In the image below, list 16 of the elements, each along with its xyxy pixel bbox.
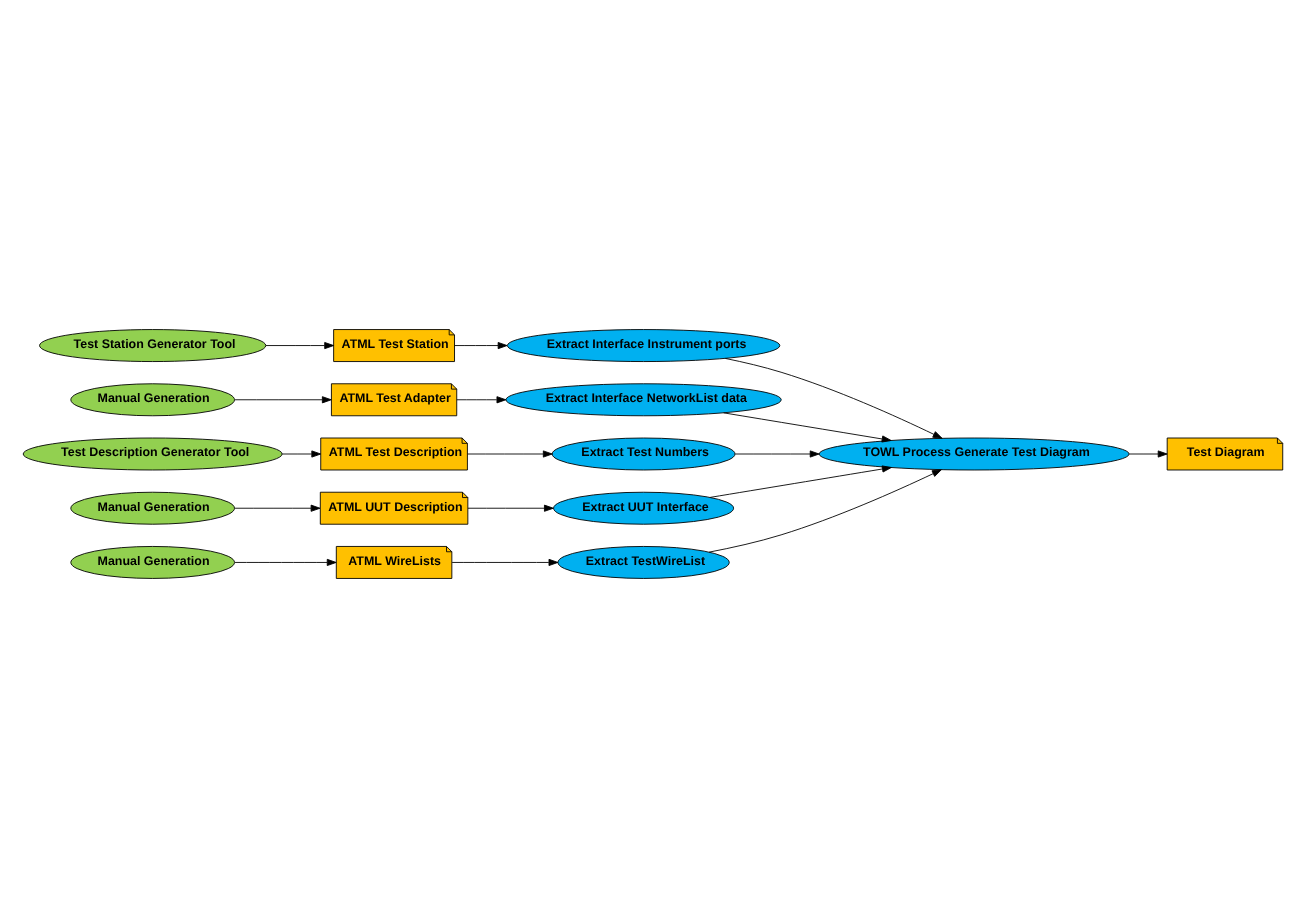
arrow (724, 357, 943, 438)
arrow (265, 341, 335, 349)
arrow (1128, 449, 1168, 457)
arrow (734, 449, 820, 457)
arrow (467, 449, 553, 457)
arrow (708, 468, 942, 552)
arrow (709, 464, 892, 497)
arrow (234, 503, 321, 511)
arrow (456, 395, 507, 403)
arrow (234, 395, 332, 403)
arrow (467, 503, 554, 511)
arrow (723, 411, 892, 442)
arrow (454, 341, 508, 349)
arrow (234, 557, 337, 565)
arrow (451, 557, 559, 565)
arrow (281, 449, 322, 457)
